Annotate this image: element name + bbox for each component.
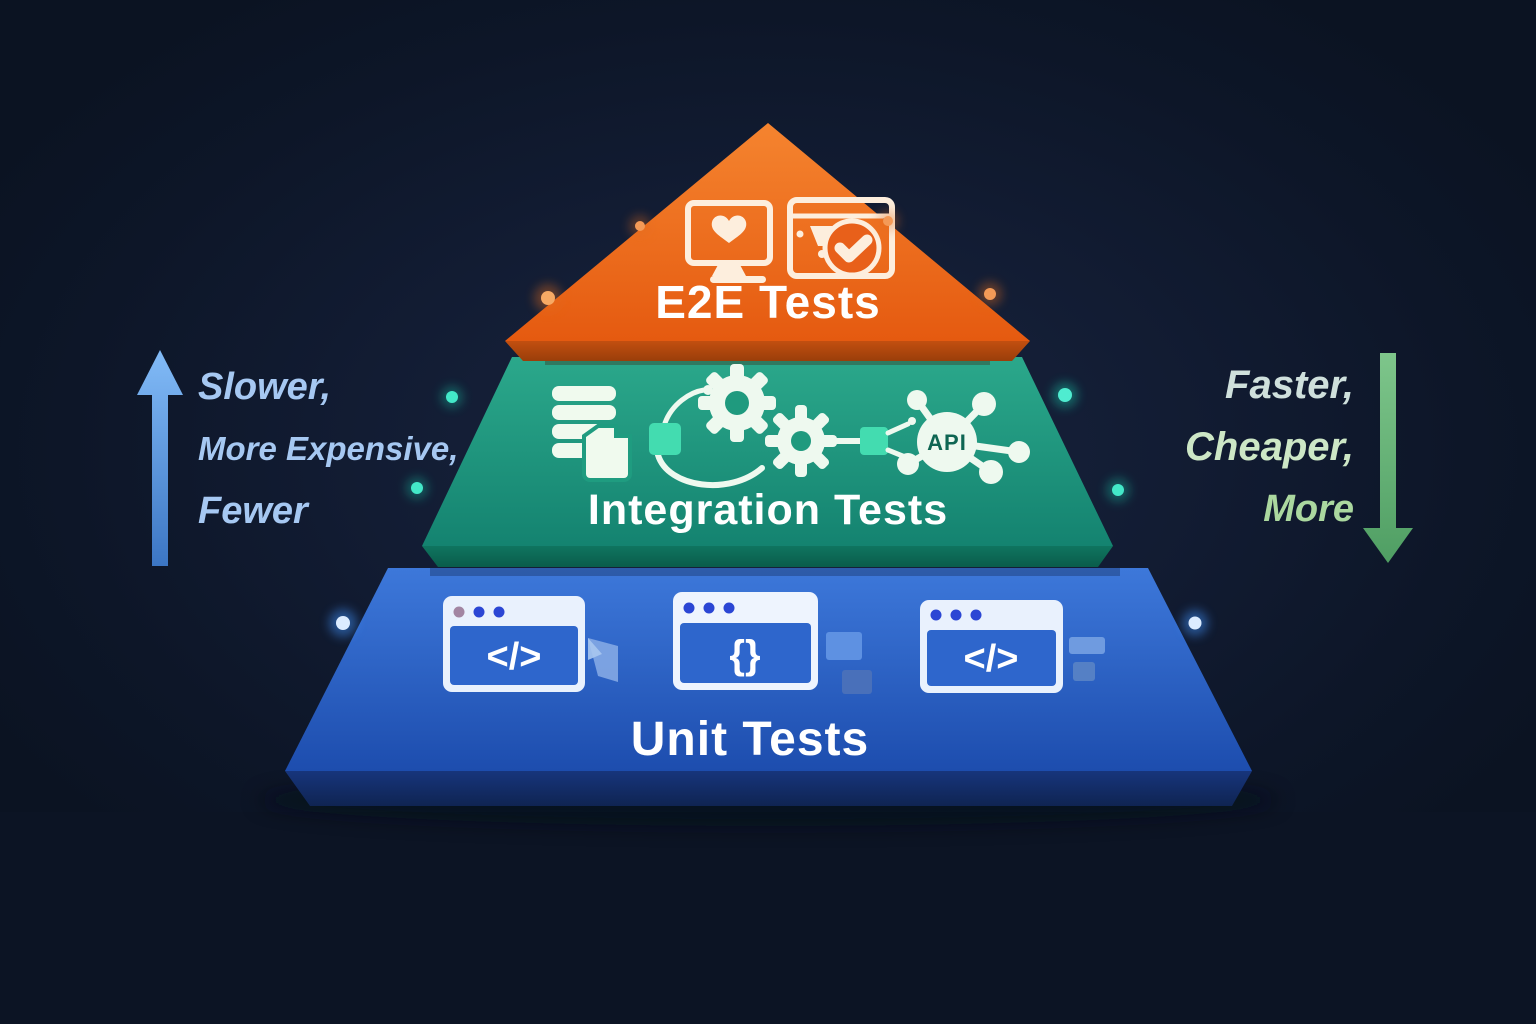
tier-e2e-bevel: [505, 341, 1030, 361]
glow-dots: [329, 210, 1208, 637]
api-label: API: [927, 430, 967, 455]
connector-square: [649, 423, 681, 455]
window-dot: [703, 602, 715, 614]
glow-dot-orange: [534, 284, 562, 312]
tier-unit-tests: </> {} </>: [285, 568, 1252, 806]
pipeline-node: [703, 385, 713, 395]
window-body: [680, 623, 811, 683]
glow-dot-teal: [406, 477, 428, 499]
pipeline-curve: [662, 387, 707, 426]
annotation-line: More Expensive,: [198, 430, 459, 467]
glow-dot-teal: [1106, 478, 1130, 502]
check-mark: [834, 234, 873, 263]
glow-dot-teal: [441, 386, 463, 408]
e2e-tests-label: E2E Tests: [655, 276, 880, 328]
browser-cart-check-icon: [787, 197, 895, 279]
unit-tests-label: Unit Tests: [631, 713, 869, 766]
annotation-line: Cheaper,: [1185, 425, 1354, 469]
annotation-line: Faster,: [1225, 363, 1354, 407]
plug-icon: [860, 417, 916, 462]
tier-integration-bevel: [422, 546, 1113, 567]
window-body: [927, 630, 1056, 686]
snippet-rect: [826, 632, 862, 660]
hub-node: [897, 453, 919, 475]
tier-unit-bevel: [285, 771, 1252, 806]
window-body: [450, 626, 578, 685]
braces-glyph: {}: [729, 633, 760, 677]
annotation-line: Fewer: [198, 490, 308, 532]
browser-frame: [787, 197, 895, 279]
window-dot: [723, 602, 735, 614]
code-glyph: </>: [964, 638, 1019, 680]
right-annotation: Faster, Cheaper, More: [1185, 354, 1354, 540]
left-annotation: Slower, More Expensive, Fewer: [198, 356, 458, 542]
window-dot: [473, 606, 485, 618]
gear-icon: [698, 364, 776, 442]
glow-dot-orange: [629, 215, 651, 237]
integration-tests-label: Integration Tests: [588, 486, 948, 534]
braces-window-icon: {}: [673, 592, 872, 694]
pipeline-curve: [655, 452, 765, 489]
glow-dot-blue: [1182, 610, 1208, 636]
tier-integration-tests: API Integration Tests: [422, 357, 1113, 567]
snippet-rect: [1073, 662, 1095, 681]
window-dot: [493, 606, 505, 618]
up-arrow: [137, 350, 183, 566]
code-window-icon: </>: [920, 600, 1105, 693]
window-dot: [453, 606, 465, 618]
hub-circle: [917, 412, 977, 472]
snippet-rect: [1069, 637, 1105, 654]
glow-dot-blue: [329, 609, 357, 637]
floor: [0, 812, 1536, 1024]
page-fold-shape: [588, 638, 602, 660]
window-dot: [970, 609, 982, 621]
hub-node: [979, 460, 1003, 484]
glow-dot-orange: [978, 282, 1002, 306]
window-dot: [930, 609, 942, 621]
window-dot: [683, 602, 695, 614]
monitor-stand: [712, 263, 746, 276]
database-icon: [552, 386, 632, 482]
monitor-heart-icon: [685, 200, 773, 283]
glow-dot-orange: [877, 210, 899, 232]
folder-shape: [582, 424, 632, 482]
code-glyph: </>: [487, 636, 542, 678]
hub-node: [1008, 441, 1030, 463]
tier-contact-shadow: [430, 568, 1120, 576]
code-window-icon: </>: [443, 596, 618, 692]
heart-shape: [711, 215, 747, 243]
tier-e2e-tests: E2E Tests: [505, 123, 1030, 361]
hub-node: [972, 392, 996, 416]
tier-integration-face: [422, 357, 1113, 546]
gears-connector-icon: [649, 364, 916, 489]
api-hub-icon: API: [897, 390, 1030, 484]
snippet-rect: [842, 670, 872, 694]
annotation-line: Slower,: [198, 366, 332, 408]
gear-icon: [765, 405, 837, 477]
down-arrow: [1363, 353, 1413, 563]
window-dot: [950, 609, 962, 621]
monitor-base: [710, 276, 766, 283]
annotation-line: More: [1263, 488, 1354, 530]
glow-dot-teal: [1052, 382, 1078, 408]
hub-node: [907, 390, 927, 410]
